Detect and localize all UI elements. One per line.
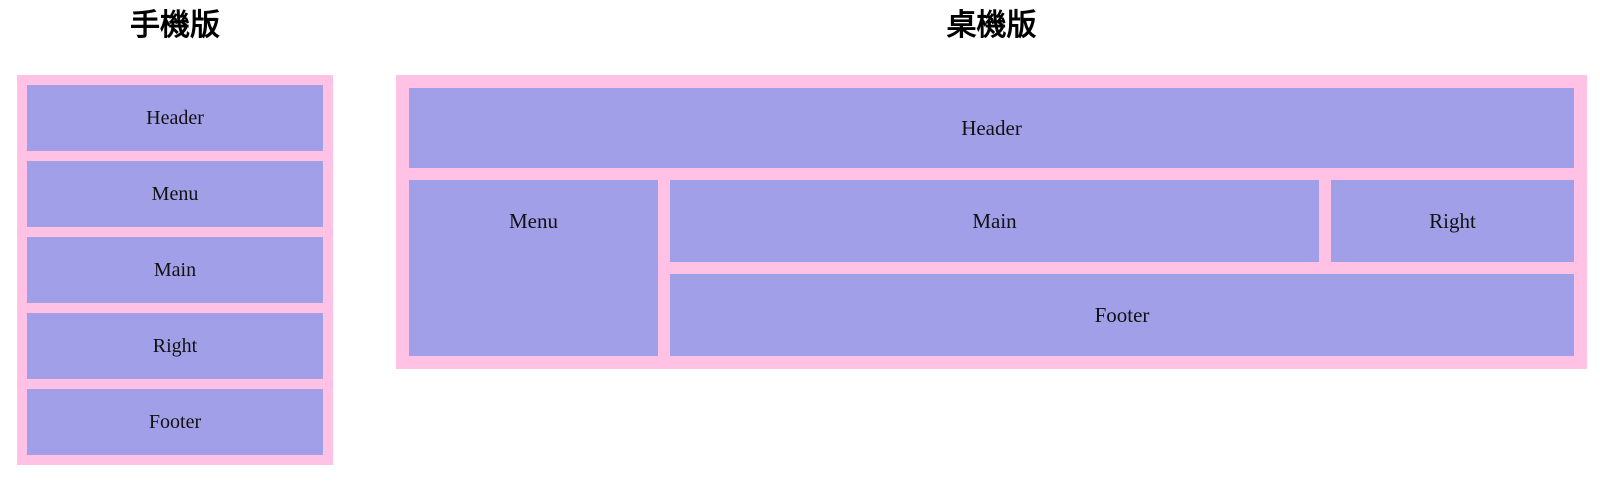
- desktop-title: 桌機版: [946, 9, 1037, 42]
- mobile-box-header: Header: [27, 85, 323, 151]
- desktop-box-menu-label: Menu: [509, 209, 558, 233]
- desktop-box-main-label: Main: [972, 208, 1017, 233]
- mobile-box-right-label: Right: [152, 334, 198, 357]
- mobile-box-main-label: Main: [153, 258, 197, 281]
- mobile-title: 手機版: [130, 9, 220, 42]
- mobile-box-header-label: Header: [146, 106, 204, 129]
- mobile-box-footer-label: Footer: [148, 410, 202, 433]
- mobile-box-right: Right: [27, 313, 323, 379]
- desktop-panel: Header Menu Main Right Footer: [396, 75, 1587, 369]
- desktop-box-right-label: Right: [1429, 208, 1476, 233]
- desktop-box-footer-label: Footer: [1094, 302, 1150, 327]
- desktop-box-footer: Footer: [670, 274, 1574, 356]
- desktop-box-menu: Menu: [409, 180, 658, 356]
- mobile-box-main: Main: [27, 237, 323, 303]
- mobile-panel: Header Menu Main Right Footer: [17, 75, 333, 465]
- mobile-box-menu: Menu: [27, 161, 323, 227]
- mobile-box-menu-label: Menu: [151, 182, 199, 205]
- desktop-box-right: Right: [1331, 180, 1574, 262]
- mobile-layout-diagram: 手機版 Header Menu Main Right Footer: [17, 0, 333, 465]
- desktop-box-header: Header: [409, 88, 1574, 168]
- desktop-box-main: Main: [670, 180, 1319, 262]
- desktop-box-header-label: Header: [961, 115, 1022, 140]
- mobile-box-footer: Footer: [27, 389, 323, 455]
- desktop-layout-diagram: 桌機版 Header Menu Main Right Footer: [396, 0, 1587, 369]
